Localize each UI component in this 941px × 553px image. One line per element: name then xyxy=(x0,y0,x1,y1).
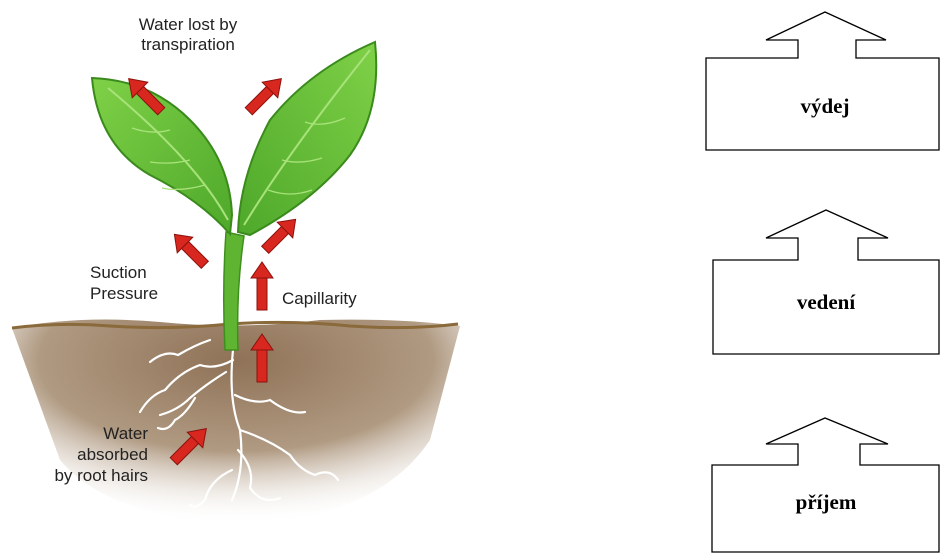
label-capillarity: Capillarity xyxy=(282,289,357,308)
label-suction-line1: Suction xyxy=(90,263,147,282)
plant-illustration: Water lost by transpiration Suction Pres… xyxy=(12,15,460,525)
label-absorbed-line3: by root hairs xyxy=(54,466,148,485)
stage-label: výdej xyxy=(801,94,850,118)
label-transpiration-line1: Water lost by xyxy=(139,15,238,34)
left-leaf xyxy=(92,78,232,234)
right-leaf xyxy=(238,42,376,235)
stage-label: příjem xyxy=(796,490,857,514)
stage-box-prijem: příjem xyxy=(712,418,939,552)
stage-box-vydej: výdej xyxy=(706,12,939,150)
stage-label: vedení xyxy=(797,290,857,314)
label-suction-line2: Pressure xyxy=(90,284,158,303)
stage-arrow-outline xyxy=(712,418,939,552)
stage-arrow-outline xyxy=(713,210,939,354)
label-transpiration-line2: transpiration xyxy=(141,35,235,54)
label-absorbed-line1: Water xyxy=(103,424,148,443)
arrow-capillarity-upper xyxy=(251,262,273,310)
arrow-suction-left xyxy=(167,227,213,273)
stage-box-vedeni: vedení xyxy=(713,210,939,354)
label-absorbed-line2: absorbed xyxy=(77,445,148,464)
stage-arrow-outline xyxy=(706,12,939,150)
